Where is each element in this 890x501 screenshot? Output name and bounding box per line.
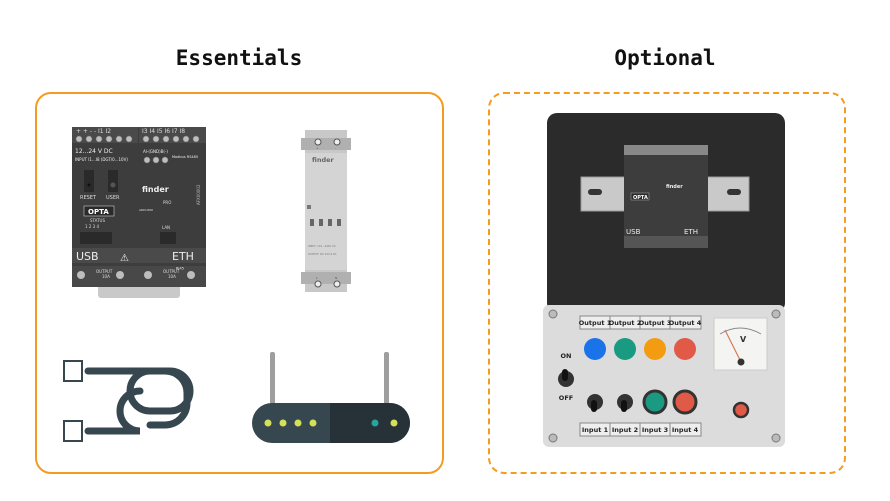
- finder-logo: finder: [142, 185, 169, 194]
- voltmeter-label: V: [740, 335, 747, 344]
- reset-button[interactable]: [87, 183, 91, 187]
- output-label-1: OUTPUT: [96, 269, 113, 274]
- psu-l-label: L: [316, 276, 318, 280]
- on-label: ON: [561, 352, 572, 360]
- psu-output-label: OUTPUT: DC 24V 6.5A: [308, 252, 337, 256]
- ethernet-cable-icon: [63, 360, 194, 442]
- input-3-label: Input 3: [642, 426, 668, 434]
- emergency-button[interactable]: [732, 401, 750, 419]
- amps-label-2: 10A: [168, 274, 176, 279]
- reset-label: RESET: [80, 195, 97, 201]
- output-2-lamp: [614, 338, 636, 360]
- input-1-label: Input 1: [582, 426, 609, 434]
- opta-controller: + + - - I1 I2 I3 I4 I5 I6 I7 I8 12...24 …: [72, 127, 206, 298]
- output-3-lamp: [644, 338, 666, 360]
- psu-n-label: N: [335, 276, 337, 280]
- psu-plus-label: +: [316, 146, 319, 150]
- mini-eth-label: ETH: [684, 228, 698, 236]
- voltmeter: V: [713, 317, 768, 371]
- voltage-label: 12...24 V DC: [75, 148, 113, 155]
- serial-label: AFX00002: [196, 184, 201, 205]
- output-1-label: Output 1: [579, 319, 612, 327]
- amps-label-1: 10A: [102, 274, 110, 279]
- input-4-label: Input 4: [672, 426, 699, 434]
- control-panel: finder OPTA USB ETH Output 1 Output 2 Ou…: [543, 113, 785, 447]
- mini-opta-label: OPTA: [633, 195, 648, 201]
- output-1-lamp: [584, 338, 606, 360]
- status-label: STATUS: [90, 218, 105, 223]
- top-terminal-labels-right: I3 I4 I5 I6 I7 I8: [142, 128, 185, 135]
- output-2-label: Output 2: [609, 319, 641, 327]
- opta-model-label: OPTA: [88, 208, 109, 216]
- psu-input-label: INPUT: 110...240V AC: [308, 244, 336, 248]
- psu-minus-label: -: [335, 146, 336, 150]
- arduino-logo: ARDUINO: [139, 208, 154, 212]
- essentials-box: [35, 92, 444, 474]
- optional-title: Optional: [614, 46, 716, 70]
- svg-text:⚠: ⚠: [120, 253, 129, 264]
- user-button[interactable]: [110, 182, 116, 188]
- power-toggle-switch[interactable]: [558, 369, 574, 387]
- ai-label: AI-(GND)B(-): [143, 149, 168, 154]
- output-4-label: Output 4: [669, 319, 702, 327]
- rj45-label: RJ45: [176, 267, 184, 271]
- user-label: USER: [106, 195, 120, 201]
- power-supply: + - finder INPUT: 110...240V AC OUTPUT: …: [301, 130, 351, 292]
- top-terminal-labels-left: + + - - I1 I2: [76, 128, 111, 135]
- essentials-title: Essentials: [175, 46, 303, 70]
- off-label: OFF: [559, 394, 573, 402]
- input-label: INPUT I1...I8 (DGT/0...10V): [75, 157, 128, 162]
- psu-finder-logo: finder: [312, 156, 335, 164]
- input-4-button[interactable]: [672, 389, 698, 415]
- optional-box: [488, 92, 846, 474]
- input-2-toggle-switch[interactable]: [617, 394, 633, 412]
- input-3-button[interactable]: [642, 389, 668, 415]
- eth-label: ETH: [172, 250, 194, 263]
- input-1-toggle-switch[interactable]: [587, 394, 603, 412]
- modbus-label: Modbus RS485: [172, 155, 198, 159]
- mini-usb-label: USB: [626, 228, 641, 236]
- pro-badge: PRO: [163, 200, 171, 205]
- mini-finder-logo: finder: [666, 184, 683, 190]
- usb-label: USB: [76, 250, 99, 263]
- status-numbers: 1 2 3 4: [85, 224, 99, 229]
- router-icon: [252, 352, 410, 443]
- input-2-label: Input 2: [612, 426, 638, 434]
- output-label-2: OUTPUT: [163, 269, 180, 274]
- output-4-lamp: [674, 338, 696, 360]
- lan-label: LAN: [162, 225, 170, 230]
- output-3-label: Output 3: [639, 319, 671, 327]
